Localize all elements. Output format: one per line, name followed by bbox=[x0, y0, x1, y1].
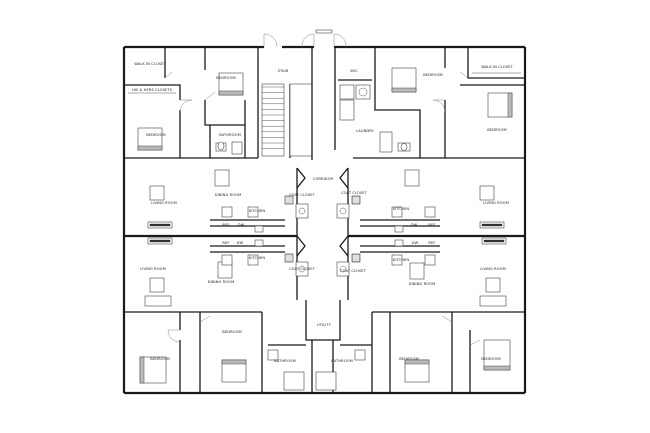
label-living-room-br: LIVING ROOM bbox=[480, 267, 506, 271]
label-bathroom-tl: BATHROOM bbox=[219, 133, 241, 137]
label-ref-tl: REF bbox=[222, 223, 229, 227]
label-bedroom-tl-main: BEDROOM bbox=[216, 76, 235, 80]
label-coat-closet-br: COAT CLOSET bbox=[340, 269, 367, 273]
label-ref-bl: REF bbox=[222, 241, 229, 245]
label-wic-center: WIC bbox=[350, 69, 358, 73]
label-utility: UTILITY bbox=[317, 323, 332, 327]
label-coat-closet-bl: COAT CLOSET bbox=[289, 267, 316, 271]
label-dining-room-bl: DINING ROOM bbox=[208, 280, 235, 284]
label-bedroom-tl-small: BEDROOM bbox=[146, 133, 165, 137]
label-ref-br: REF bbox=[428, 241, 435, 245]
label-kitchen-tr: KITCHEN bbox=[393, 207, 409, 211]
label-bathroom-br: BATHROOM bbox=[331, 359, 353, 363]
label-living-room-tl: LIVING ROOM bbox=[151, 201, 177, 205]
label-ref-tr: REF bbox=[428, 223, 435, 227]
center-walls bbox=[124, 157, 525, 313]
label-kitchen-bl: KITCHEN bbox=[249, 256, 265, 260]
label-dining-room-br: DINING ROOM bbox=[409, 282, 436, 286]
label-bedroom-bl-main: BEDROOM bbox=[150, 357, 169, 361]
unit-top-left bbox=[124, 47, 259, 158]
label-walk-in-closet-left: WALK IN CLOSET bbox=[134, 62, 166, 66]
living-areas bbox=[144, 169, 507, 307]
label-dw-bl: DW bbox=[237, 241, 244, 245]
label-bedroom-bl-small: BEDROOM bbox=[222, 330, 241, 334]
label-kitchen-tl: KITCHEN bbox=[249, 209, 265, 213]
unit-top-right bbox=[334, 47, 525, 158]
label-kitchen-br: KITCHEN bbox=[393, 258, 409, 262]
label-corridor: CORRIDOR bbox=[313, 177, 334, 181]
label-dw-br: DW bbox=[412, 241, 419, 245]
label-living-room-tr: LIVING ROOM bbox=[483, 201, 509, 205]
label-bedroom-tr-small: BEDROOM bbox=[487, 128, 506, 132]
label-laundry: LAUNDRY bbox=[356, 129, 374, 133]
label-bedroom-br-small: BEDROOM bbox=[399, 357, 418, 361]
stair bbox=[261, 47, 313, 160]
label-bedroom-br-main: BEDROOM bbox=[481, 357, 500, 361]
label-bathroom-bl: BATHROOM bbox=[274, 359, 296, 363]
label-walk-in-closet-right: WALK IN CLOSET bbox=[481, 65, 513, 69]
label-coat-closet-tl: COAT CLOSET bbox=[289, 193, 316, 197]
label-dining-room-tl: DINING ROOM bbox=[215, 193, 242, 197]
unit-bottom bbox=[139, 312, 511, 393]
room-labels: WALK IN CLOSET HIS & HERS CLOSETS BEDROO… bbox=[132, 62, 513, 363]
label-dw-tr: DW bbox=[411, 223, 418, 227]
label-living-room-bl: LIVING ROOM bbox=[140, 267, 166, 271]
label-dw-tl: DW bbox=[238, 223, 245, 227]
label-his-hers-closets: HIS & HERS CLOSETS bbox=[132, 88, 173, 92]
label-bedroom-tr-main: BEDROOM bbox=[423, 73, 442, 77]
exterior-walls bbox=[122, 45, 527, 395]
label-stair: STAIR bbox=[278, 69, 289, 73]
entry-doors bbox=[263, 29, 347, 48]
label-coat-closet-tr: COAT CLOSET bbox=[341, 191, 368, 195]
